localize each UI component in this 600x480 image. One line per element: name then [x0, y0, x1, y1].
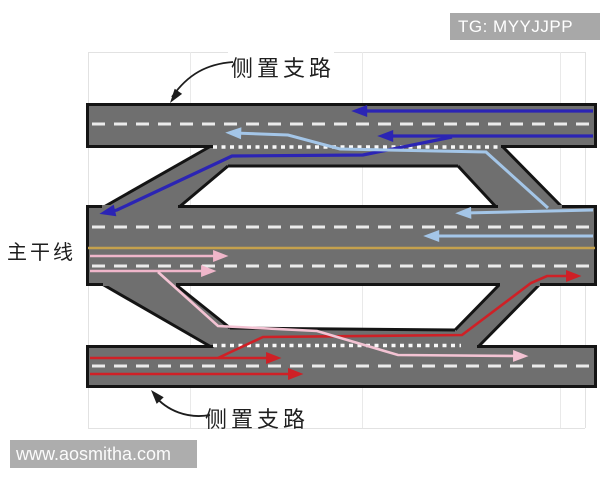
main-road-label: 主干线	[7, 240, 76, 264]
flow-top-branch-exit-to-main-arrowhead	[99, 204, 117, 217]
flow-main-through-left-upper-arrowhead	[455, 206, 472, 219]
bottom-branch-road-label: 侧置支路	[205, 408, 310, 433]
bottom-branch-callout-arrow	[151, 390, 211, 417]
top-branch-callout-arrow	[170, 61, 234, 103]
flow-main-through-right-lower-arrowhead	[201, 265, 217, 277]
flow-main-exit-to-top-branch-arrowhead	[225, 127, 242, 140]
lane-markings	[88, 122, 595, 368]
flow-bottom-branch-exit-to-main	[217, 274, 573, 360]
flow-top-branch-through-lower-arrowhead	[377, 130, 394, 142]
flow-main-through-left-upper	[463, 208, 594, 215]
bottom-connector-ramp	[101, 282, 542, 350]
callout-arrows	[151, 61, 234, 417]
main-road	[86, 205, 597, 286]
flow-main-exit-to-top-branch	[233, 131, 550, 210]
flow-main-through-right-upper-arrowhead	[213, 250, 229, 262]
flow-main-exit-to-bottom-branch	[157, 271, 521, 358]
flow-main-through-left-lower-arrowhead	[423, 230, 440, 242]
tg-watermark-badge: TG: MYYJJPP	[450, 13, 600, 40]
flow-bottom-branch-through-lower-arrowhead	[288, 368, 304, 380]
flow-bottom-branch-through-upper-arrowhead	[266, 352, 282, 364]
flow-top-branch-through-upper-arrowhead	[351, 105, 368, 117]
traffic-flow-arrows	[90, 105, 594, 380]
top-branch-road-label: 侧置支路	[231, 57, 336, 82]
flow-main-exit-to-bottom-branch-arrowhead	[513, 349, 529, 362]
website-watermark: www.aosmitha.com	[10, 440, 197, 468]
flow-bottom-branch-exit-to-main-arrowhead	[566, 270, 582, 282]
